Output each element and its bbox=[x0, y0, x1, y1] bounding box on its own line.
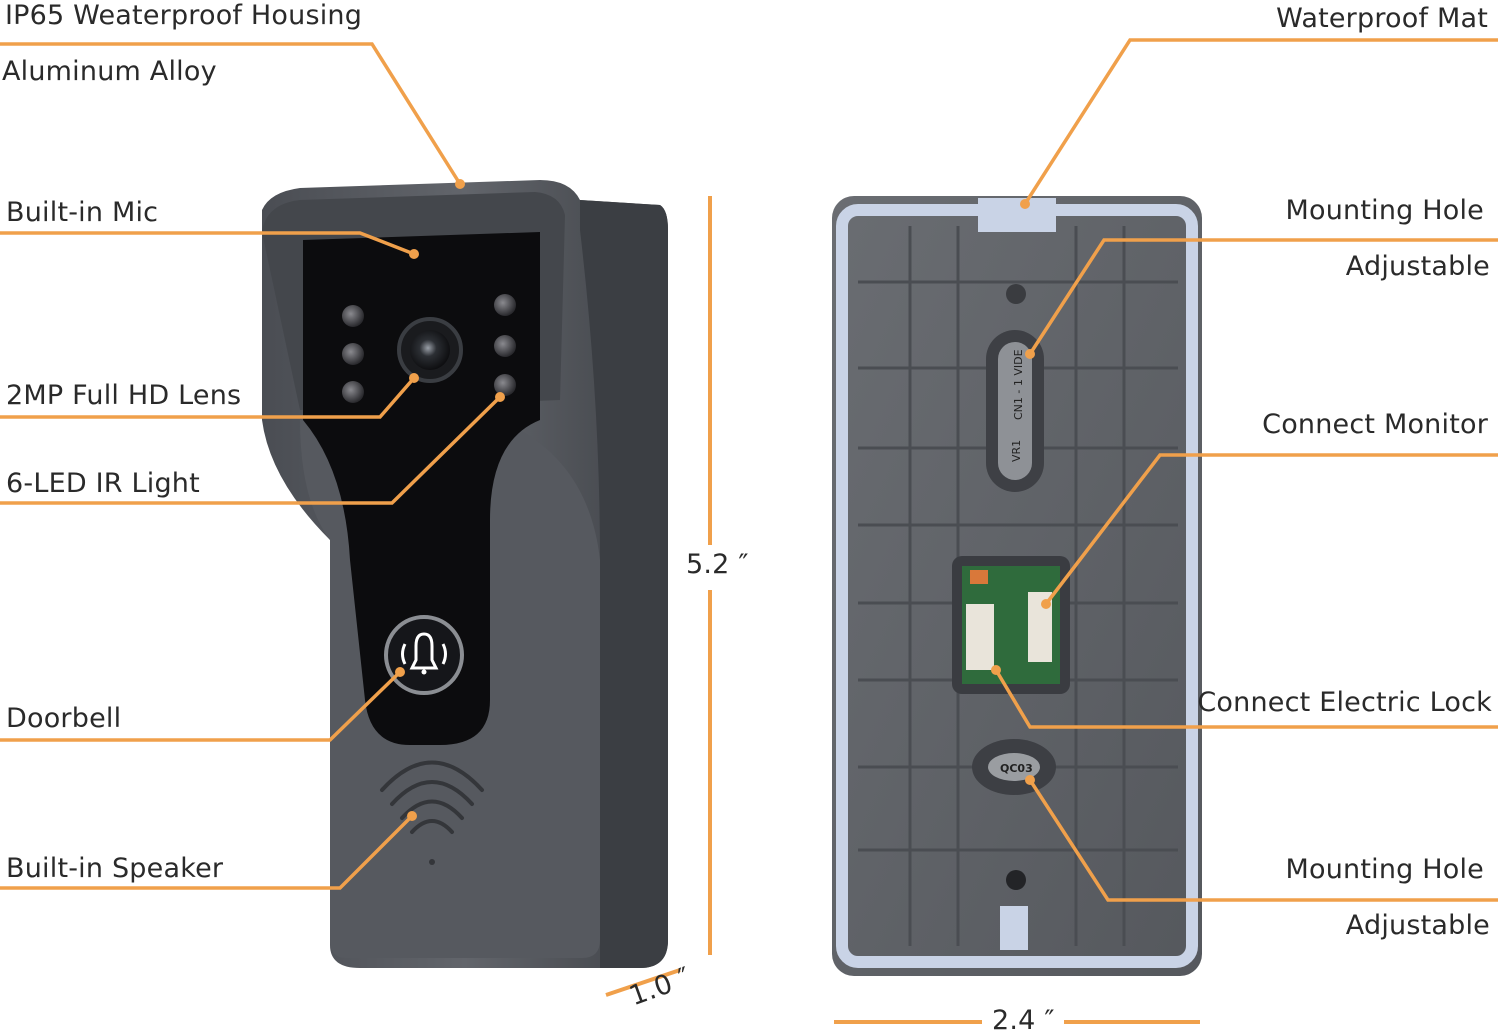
camera-panel bbox=[303, 232, 540, 745]
leader-mount-bottom bbox=[1028, 779, 1498, 902]
chip-label: QC03 bbox=[1000, 762, 1033, 775]
label-mount-bottom: Mounting Hole bbox=[1285, 854, 1484, 885]
leader-lock bbox=[994, 669, 1498, 729]
doorbell-front-unit bbox=[262, 180, 668, 968]
ir-led-group bbox=[342, 294, 516, 403]
ir-led bbox=[494, 294, 516, 316]
label-lens: 2MP Full HD Lens bbox=[6, 380, 242, 411]
leader-monitor bbox=[1044, 453, 1498, 606]
bell-icon bbox=[401, 632, 447, 675]
ir-led bbox=[342, 305, 364, 327]
speaker-grille-icon bbox=[380, 760, 484, 865]
label-mat: Waterproof Mat bbox=[1276, 3, 1488, 34]
slot-text-1: CN1 - 1 VIDE bbox=[1012, 349, 1025, 420]
leader-mic bbox=[0, 231, 415, 256]
leader-mat bbox=[1023, 38, 1498, 205]
depth-dim-line bbox=[605, 968, 681, 997]
leader-ir bbox=[0, 395, 502, 505]
orange-component bbox=[970, 570, 988, 584]
label-lock: Connect Electric Lock bbox=[1197, 687, 1492, 718]
leader-lens bbox=[0, 376, 416, 419]
dimension-lines bbox=[605, 196, 1200, 1024]
ir-led bbox=[494, 374, 516, 396]
label-housing: IP65 Weaterproof Housing bbox=[5, 0, 363, 31]
ir-led bbox=[342, 343, 364, 365]
leader-housing bbox=[0, 42, 462, 185]
mat-tab-bottom bbox=[1000, 906, 1028, 950]
mounting-hole-bottom-inner bbox=[988, 753, 1040, 781]
callout-leaders bbox=[0, 38, 1498, 902]
connector-lock bbox=[966, 604, 994, 670]
label-adjust-top: Adjustable bbox=[1345, 251, 1490, 282]
back-plate bbox=[832, 196, 1202, 976]
dim-height: 5.2 ″ bbox=[686, 549, 749, 580]
screw-hole-top bbox=[1006, 284, 1026, 304]
ir-led bbox=[494, 335, 516, 357]
housing-side bbox=[580, 200, 668, 968]
leader-endpoints bbox=[395, 179, 1051, 821]
label-alloy: Aluminum Alloy bbox=[2, 56, 217, 87]
label-speaker: Built-in Speaker bbox=[6, 853, 224, 884]
label-mount-top: Mounting Hole bbox=[1285, 195, 1484, 226]
label-doorbell: Doorbell bbox=[6, 703, 122, 734]
dim-width: 2.4 ″ bbox=[992, 1005, 1055, 1036]
screw-hole-bottom bbox=[1006, 870, 1026, 890]
label-adjust-bottom: Adjustable bbox=[1345, 910, 1490, 941]
camera-lens-inner bbox=[410, 330, 450, 370]
label-mic: Built-in Mic bbox=[6, 197, 159, 228]
leader-speaker bbox=[0, 814, 414, 890]
label-ir: 6-LED IR Light bbox=[6, 468, 200, 499]
ir-led bbox=[342, 381, 364, 403]
leader-mount-top bbox=[1028, 238, 1498, 355]
doorbell-button bbox=[384, 615, 464, 695]
mounting-slot-top-inner bbox=[998, 342, 1032, 480]
slot-text-2: VR1 bbox=[1010, 440, 1023, 462]
mat-tab-top bbox=[978, 198, 1056, 232]
leader-doorbell bbox=[0, 670, 402, 742]
label-monitor: Connect Monitor bbox=[1262, 409, 1488, 440]
